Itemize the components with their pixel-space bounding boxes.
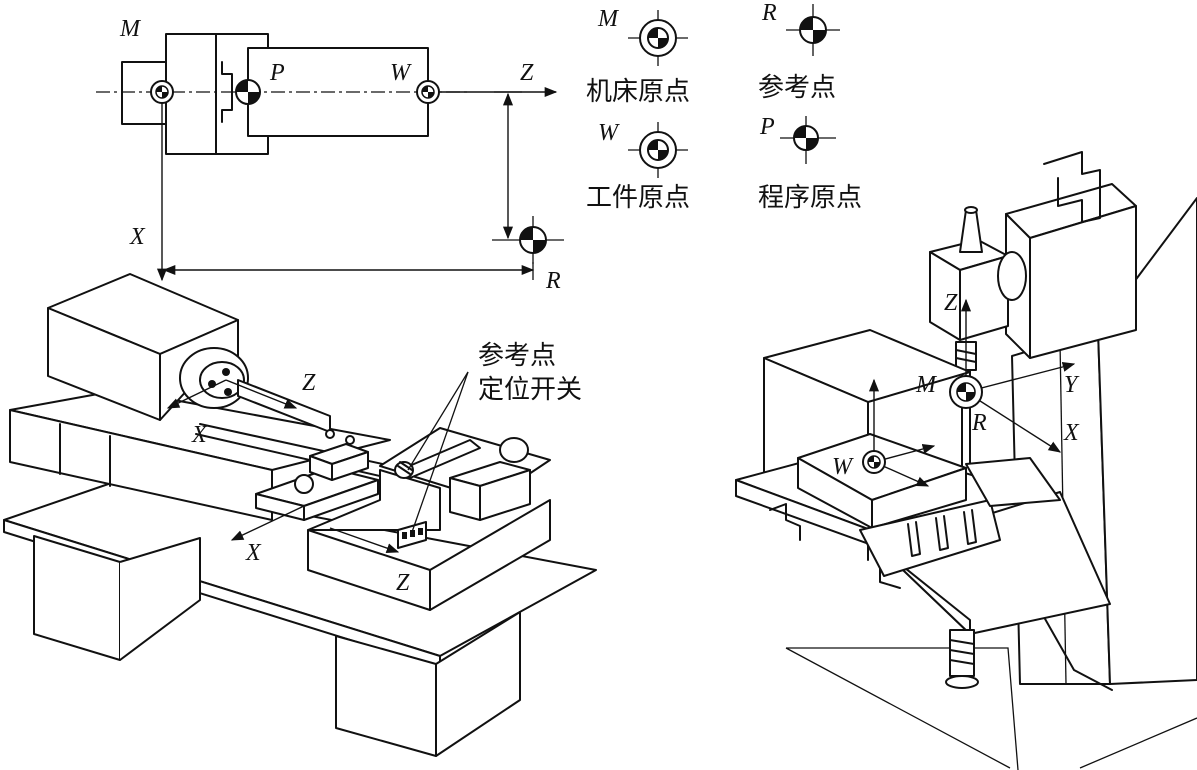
mill-vise-t-slots: [907, 509, 977, 557]
chuck-body: [165, 33, 217, 155]
lathe-bed-slots: [59, 423, 111, 487]
lathe-rod-1: [199, 423, 411, 471]
legend-caption-machine-origin: 机床原点: [586, 77, 690, 107]
tailstock-housing-front: [449, 477, 481, 521]
legend-letter-r: R: [761, 0, 777, 26]
top-schematic: M P W Z X R: [96, 16, 564, 294]
lathe-rod-2: [195, 433, 407, 483]
mill-y-arrow: [965, 361, 1076, 393]
mill-column-cable: [1039, 609, 1113, 691]
mill-workpiece-side: [871, 467, 967, 529]
carriage-side: [303, 479, 379, 521]
mill-w-symbol: [862, 450, 886, 474]
legend-letter-m: M: [597, 6, 620, 32]
label-w: W: [390, 60, 412, 86]
tailstock-base-side: [429, 499, 551, 611]
lathe-chuck-inner: [199, 361, 245, 399]
tailstock-housing-side: [479, 469, 531, 521]
switch-slot-2: [410, 530, 415, 537]
lathe-label-x: X: [191, 422, 208, 448]
legend: M 机床原点 R 参考点 W 工件原点 P: [586, 0, 862, 213]
legend-letter-w: W: [598, 120, 620, 146]
guard-edge: [867, 371, 971, 403]
mill-head-bracket: [1043, 151, 1101, 223]
carriage-label-z: Z: [396, 570, 410, 596]
mill-drawing: Z Y X M R W: [735, 151, 1197, 770]
tool-post-bolt-2: [345, 435, 355, 445]
legend-caption-reference-point: 参考点: [758, 73, 836, 103]
legend-letter-p: P: [759, 114, 775, 140]
label-x: X: [129, 224, 146, 250]
mill-label-z: Z: [944, 290, 958, 316]
drawbar-cap: [964, 206, 978, 214]
tailstock-wheel: [499, 437, 529, 463]
mill-label-m: M: [915, 372, 938, 398]
mill-x-arrow: [965, 391, 1062, 453]
lathe-bed-front: [9, 409, 273, 521]
spindle-drawbar: [959, 209, 983, 253]
p-point-symbol: [235, 79, 261, 105]
legend-reference-point: R 参考点: [758, 0, 840, 103]
lathe-drawing: Z X X Z 参考点 定位开关: [3, 273, 597, 757]
callout-text-line-1: 参考点: [478, 341, 556, 371]
carriage-z-arrow: [329, 527, 400, 553]
knee-screw-base: [945, 675, 979, 689]
chuck-jaw-2: [222, 368, 230, 376]
knee-screw-thread: [949, 639, 975, 665]
mill-label-x: X: [1063, 420, 1080, 446]
lathe-label-z: Z: [302, 370, 316, 396]
m-point-symbol: [150, 80, 174, 104]
reference-switch-hatch: [397, 461, 413, 475]
lathe-x-arrow: [166, 379, 227, 409]
mill-label-r: R: [971, 410, 987, 436]
callout-leader-2: [411, 371, 469, 533]
legend-caption-program-origin: 程序原点: [758, 183, 862, 213]
tool-post-bolt-1: [325, 429, 335, 439]
spindle-motor: [997, 251, 1027, 301]
legend-caption-workpiece-origin: 工件原点: [586, 183, 690, 213]
mill-floor-lines: [785, 647, 1019, 770]
legend-program-origin: P 程序原点: [758, 114, 862, 213]
r-point-symbol: [492, 216, 564, 264]
label-m: M: [119, 16, 142, 42]
label-r: R: [545, 268, 561, 294]
legend-workpiece-origin: W 工件原点: [586, 120, 690, 213]
switch-slot-3: [418, 528, 423, 535]
lathe-z-arrow: [225, 379, 298, 409]
mill-label-w: W: [832, 454, 854, 480]
mill-floor-right: [1079, 717, 1197, 769]
carriage-label-x: X: [245, 540, 262, 566]
mill-label-y: Y: [1064, 372, 1080, 398]
chuck-jaw-3: [224, 388, 232, 396]
carriage-x-arrow: [230, 505, 305, 541]
switch-slot-1: [402, 532, 407, 539]
legend-machine-origin: M 机床原点: [586, 6, 690, 107]
mill-m-symbol: [949, 375, 983, 409]
callout-text-line-2: 定位开关: [478, 375, 582, 405]
spindle-housing-side: [959, 255, 1009, 341]
carriage-handwheel: [294, 474, 314, 494]
mill-saddle: [965, 457, 1061, 507]
label-z: Z: [520, 60, 534, 86]
w-point-symbol: [416, 80, 440, 104]
label-p: P: [269, 60, 285, 86]
lathe-leg-left-side: [119, 537, 201, 661]
callout-leader-1: [407, 371, 469, 471]
tool-post-side: [331, 451, 369, 481]
lathe-leg-right-side: [435, 611, 521, 757]
tailstock-apron: [307, 469, 441, 531]
